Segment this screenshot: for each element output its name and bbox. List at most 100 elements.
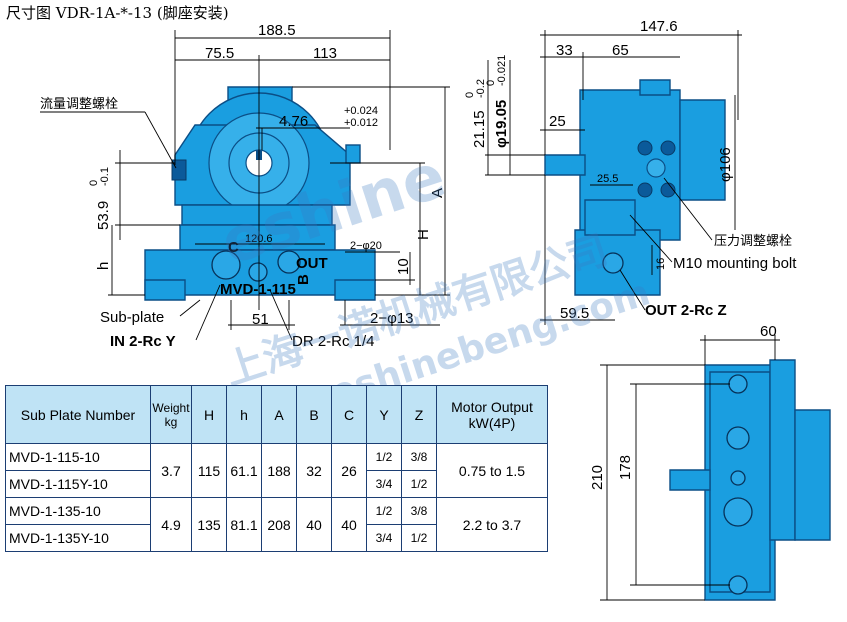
top-shaft — [669, 469, 711, 491]
header-C: C — [331, 385, 367, 444]
dim-21-15-tol-upper: 0 — [464, 92, 476, 98]
top-rear-body — [769, 359, 796, 541]
dim-phi106: φ106 — [717, 147, 734, 182]
dim-51: 51 — [252, 311, 269, 328]
port-out-label: OUT — [296, 255, 328, 272]
sub-plate-feet — [144, 279, 376, 301]
pressure-screw-label: 压力调整螺栓 — [714, 234, 792, 249]
cell-A: 188 — [261, 443, 297, 498]
header-B: B — [296, 385, 332, 444]
cell-model: MVD-1-115-10 — [5, 443, 151, 471]
dim-2-phi13: 2−φ13 — [370, 310, 414, 327]
table-row: MVD-1-135-10 4.9 135 81.1 208 40 40 1/2 … — [5, 497, 548, 552]
flow-screw-label: 流量调整螺栓 — [40, 97, 118, 112]
dim-147-6: 147.6 — [640, 18, 678, 35]
dim-33: 33 — [556, 42, 573, 59]
flow-adjust-knob — [171, 159, 187, 181]
dim-H: H — [415, 229, 432, 240]
header-H: H — [191, 385, 227, 444]
table-header-row: Sub Plate Number Weight kg H h A B C Y Z… — [5, 385, 548, 444]
cell-Y: 3/4 — [366, 524, 402, 552]
top-motor-flange — [794, 409, 831, 541]
dim-16: 16 — [655, 258, 667, 270]
dim-120-6: 120.6 — [245, 233, 273, 245]
spec-table: Sub Plate Number Weight kg H h A B C Y Z… — [5, 385, 548, 552]
dim-2-phi20: 2−φ20 — [350, 240, 382, 252]
cell-H: 115 — [191, 443, 227, 498]
top-hole-2 — [726, 426, 750, 450]
cell-model: MVD-1-135Y-10 — [5, 524, 151, 552]
dim-210: 210 — [589, 465, 606, 490]
cell-Y: 1/2 — [366, 443, 402, 471]
dim-key-width: 4.76 — [279, 113, 308, 130]
dim-53-9: 53.9 — [95, 201, 112, 230]
dim-53-9-tol-lower: -0.1 — [99, 167, 111, 186]
cell-Y: 1/2 — [366, 497, 402, 525]
cell-model: MVD-1-135-10 — [5, 497, 151, 525]
cell-Z: 3/8 — [401, 443, 437, 471]
cell-H: 135 — [191, 497, 227, 552]
dim-65: 65 — [612, 42, 629, 59]
side-out-port — [602, 252, 624, 274]
header-motor: Motor Output kW(4P) — [436, 385, 548, 444]
mounting-bolt-label: M10 mounting bolt — [673, 255, 797, 272]
cell-B: 32 — [296, 443, 332, 498]
header-Z: Z — [401, 385, 437, 444]
dim-h: h — [95, 262, 112, 270]
sub-plate-nameplate: MVD-1-115 — [220, 281, 296, 298]
cell-Z: 1/2 — [401, 470, 437, 498]
dim-phi19-05: φ19.05 — [493, 100, 510, 148]
port-out-hole — [277, 250, 301, 274]
drawing-title: 尺寸图 VDR-1A-*-13 (脚座安装) — [6, 4, 229, 22]
dim-21-15-tol-lower: -0.2 — [475, 79, 487, 98]
top-hole-5 — [728, 575, 748, 595]
cell-weight: 3.7 — [150, 443, 192, 498]
side-shaft — [544, 154, 586, 176]
pressure-adjust-screw — [646, 158, 666, 178]
front-view: C OUT B MVD-1-115 188.5 75.5 113 4.76 +0… — [40, 22, 450, 350]
cell-h: 81.1 — [226, 497, 262, 552]
cell-h: 61.1 — [226, 443, 262, 498]
cell-B: 40 — [296, 497, 332, 552]
header-weight: Weight kg — [150, 385, 192, 444]
cell-A: 208 — [261, 497, 297, 552]
dim-113: 113 — [313, 45, 337, 62]
dim-59-5: 59.5 — [560, 305, 589, 322]
top-view: 60 210 178 — [589, 323, 831, 601]
header-h: h — [226, 385, 262, 444]
port-b-hole — [248, 262, 268, 282]
dim-key-tol-lower: +0.012 — [344, 117, 378, 129]
cell-Z: 1/2 — [401, 524, 437, 552]
dim-21-15: 21.15 — [471, 110, 488, 148]
port-c-hole — [211, 250, 241, 280]
dim-53-9-tol-upper: 0 — [88, 180, 100, 186]
side-bolt-1 — [637, 140, 653, 156]
port-b-label: B — [295, 274, 312, 285]
cell-motor: 2.2 to 3.7 — [436, 497, 548, 552]
table-row: MVD-1-115-10 3.7 115 61.1 188 32 26 1/2 … — [5, 443, 548, 498]
dr-port-label: DR 2-Rc 1/4 — [292, 333, 375, 350]
cell-Z: 3/8 — [401, 497, 437, 525]
cell-motor: 0.75 to 1.5 — [436, 443, 548, 498]
dim-phi19-05-tol-upper: 0 — [485, 80, 497, 86]
header-Y: Y — [366, 385, 402, 444]
top-hole-1 — [728, 374, 748, 394]
top-hole-3 — [730, 470, 746, 486]
side-top-cap — [639, 79, 671, 96]
out-port-label: OUT 2-Rc Z — [645, 302, 727, 319]
dim-phi19-05-tol-lower: -0.021 — [496, 55, 508, 86]
dim-178: 178 — [617, 455, 634, 480]
front-right-knob — [345, 144, 361, 164]
side-bolt-3 — [637, 182, 653, 198]
dim-25-5: 25.5 — [597, 173, 618, 185]
header-sub-plate: Sub Plate Number — [5, 385, 151, 444]
dim-75-5: 75.5 — [205, 45, 234, 62]
table-row: MVD-1-115Y-10 3/4 1/2 — [5, 470, 548, 498]
side-pedestal — [584, 199, 636, 236]
dim-25: 25 — [549, 113, 566, 130]
dim-60: 60 — [760, 323, 777, 340]
side-view: 147.6 33 65 21.15 0 -0.2 φ19.05 0 -0.021… — [464, 18, 797, 325]
dim-key-tol-upper: +0.024 — [344, 105, 378, 117]
top-hole-4 — [723, 497, 753, 527]
